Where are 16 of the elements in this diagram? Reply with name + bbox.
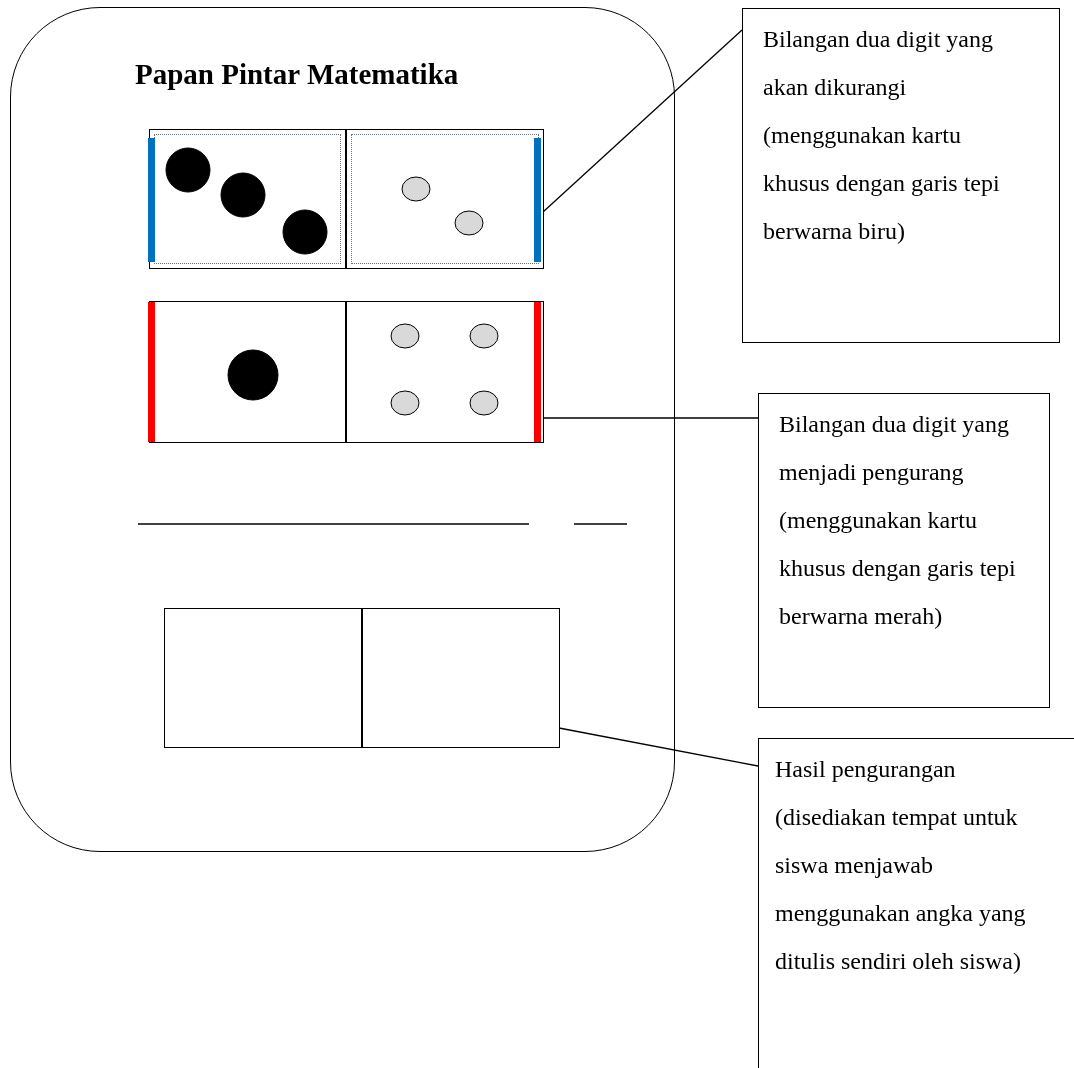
callout-text: Bilangan dua digit yang akan dikurangi (menggunakan kartu khusus dengan garis tepi berwarna biru) xyxy=(763,25,1001,246)
callout-text: Hasil pengurangan (disediakan tempat untuk siswa menjawab menggunakan angka yang ditulis sendiri oleh siswa) xyxy=(775,755,1027,976)
board-outline xyxy=(10,7,675,852)
number-card xyxy=(346,301,544,443)
number-card xyxy=(346,129,544,269)
leader-line xyxy=(558,727,759,767)
board-title: Papan Pintar Matematika xyxy=(135,57,459,92)
answer-box xyxy=(164,608,362,748)
callout-box xyxy=(758,738,1074,1068)
callout-text: Bilangan dua digit yang menjadi pengurang (menggunakan kartu khusus dengan garis tepi berwarna merah) xyxy=(779,410,1017,631)
number-card xyxy=(149,301,346,443)
callout-box xyxy=(742,8,1060,343)
callout-box xyxy=(758,393,1050,708)
leader-line xyxy=(542,29,743,213)
answer-box xyxy=(362,608,560,748)
leader-line xyxy=(542,417,759,419)
